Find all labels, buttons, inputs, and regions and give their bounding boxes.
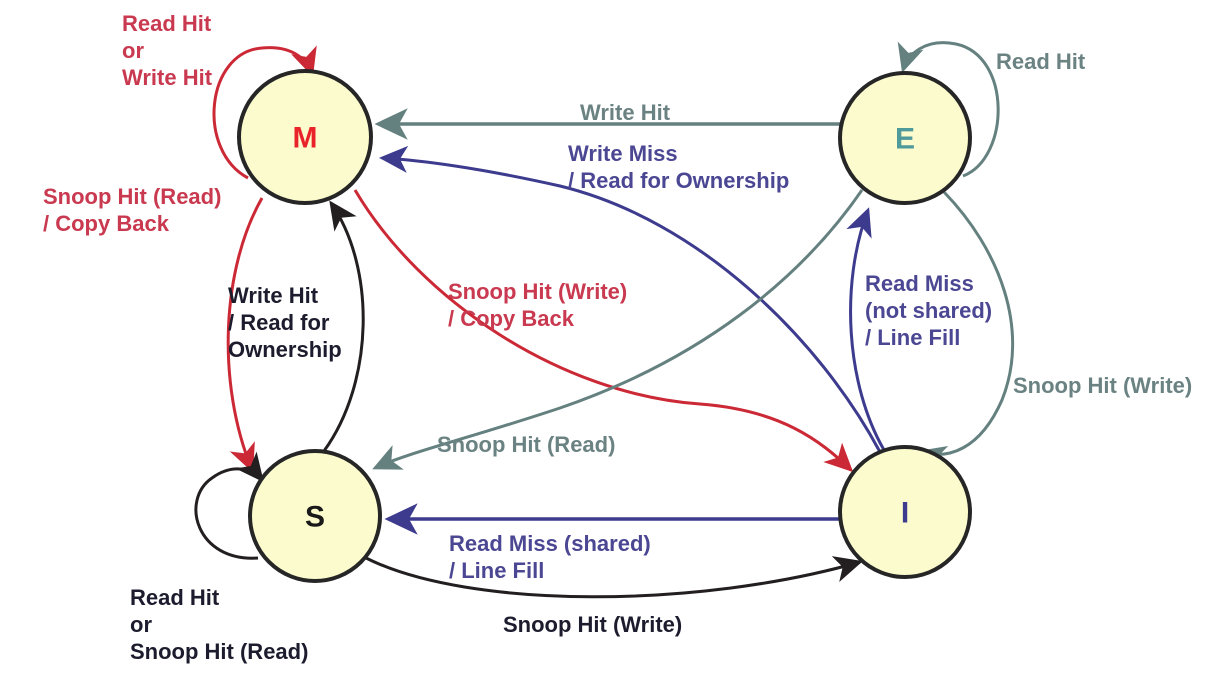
state-node-e[interactable]: E [838,71,972,205]
state-label-s: S [305,501,325,534]
edge-label-e-to-i: Snoop Hit (Write) [1013,373,1193,398]
state-label-e: E [895,123,915,156]
state-node-m[interactable]: M [237,69,373,205]
edge-label-s-to-i: Snoop Hit (Write) [503,612,683,637]
edge-s-to-i [365,556,863,599]
edge-label-e-self: Read Hit [996,49,1086,74]
edge-i-to-e [846,207,886,451]
edge-label-m-self: Read Hit or Write Hit [122,11,213,90]
edge-s-self [194,451,264,560]
state-label-m: M [293,122,318,155]
edge-label-m-to-s: Snoop Hit (Read) / Copy Back [43,184,222,236]
edge-label-s-self: Read Hit or Snoop Hit (Read) [130,585,309,664]
state-label-i: I [901,497,909,530]
edge-m-self [212,45,317,180]
edge-label-m-to-i: Snoop Hit (Write) / Copy Back [448,279,628,331]
edge-i-to-m [379,145,882,453]
edge-m-to-s [226,197,264,473]
edge-label-i-to-s: Read Miss (shared) / Line Fill [449,531,651,583]
state-node-i[interactable]: I [838,445,972,579]
edge-e-to-i [917,190,1015,472]
edge-e-self [897,41,1000,178]
edge-e-to-s [372,189,864,470]
edge-s-to-m [322,200,365,452]
edge-label-e-to-m: Write Hit [580,100,671,125]
edge-label-i-to-m: Write Miss / Read for Ownership [568,141,790,193]
edge-m-to-i [353,189,854,473]
edge-label-s-to-m: Write Hit / Read for Ownership [228,283,342,362]
state-node-s[interactable]: S [248,449,382,583]
edge-label-e-to-s: Snoop Hit (Read) [437,432,616,457]
edge-label-i-to-e: Read Miss (not shared) / Line Fill [865,271,993,350]
